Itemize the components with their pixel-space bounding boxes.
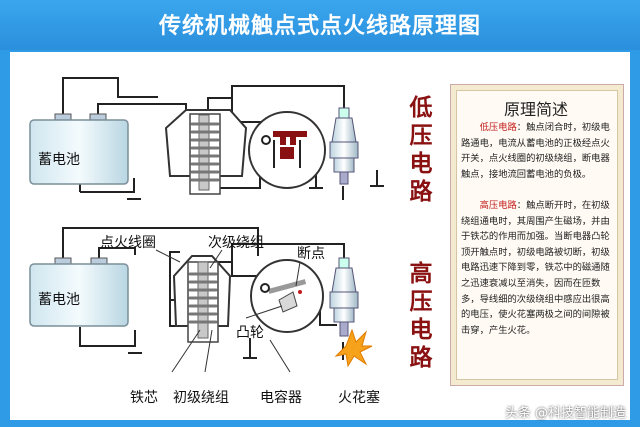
label-leaders	[155, 249, 301, 373]
breaker-top	[248, 111, 326, 189]
notes-high-title: 高压电路	[479, 200, 517, 211]
low-voltage-circuit-title: 低 压 电 路	[409, 95, 433, 205]
capacitor-label: 电容器	[260, 390, 302, 406]
notes-low-title: 低压电路	[479, 122, 517, 133]
ignition-coil-bottom	[172, 255, 232, 343]
spark-icon	[334, 328, 373, 368]
ignition-coil-top	[164, 109, 248, 195]
title-bar	[0, 0, 640, 50]
breaker-points-label: 断点	[297, 246, 325, 262]
battery-top	[29, 113, 129, 185]
primary-winding-label: 初级绕组	[173, 390, 229, 406]
notes-high-body: ：触点断开时，在初级绕组通电时，其周围产生磁场，并由于铁芯的作用而加强。当断电器…	[461, 200, 610, 336]
high-voltage-circuit-title: 高 压 电 路	[409, 261, 433, 371]
battery-bottom-label: 蓄电池	[38, 292, 80, 308]
notes-panel	[456, 90, 618, 380]
iron-core-label: 铁芯	[130, 390, 158, 406]
cam-label: 凸轮	[236, 325, 264, 341]
battery-bottom	[29, 257, 129, 327]
notes-heading: 原理简述	[503, 100, 568, 119]
notes-low-body: ：触点闭合时，初级电路通电，电流从蓄电池的正极经点火开关，点火线圈的初级绕组，断…	[461, 122, 610, 180]
ignition-coil-label: 点火线圈	[100, 235, 156, 251]
notes-low-voltage: 低压电路：触点闭合时，初级电路通电，电流从蓄电池的正极经点火开关，点火线圈的初级…	[461, 120, 615, 182]
spark-plug-top	[329, 107, 359, 185]
spark-plug-label: 火花塞	[338, 390, 380, 406]
secondary-winding-label: 次级绕组	[208, 235, 264, 251]
battery-top-label: 蓄电池	[38, 152, 80, 168]
low-voltage-grounds	[127, 170, 384, 200]
notes-high-voltage: 高压电路：触点断开时，在初级绕组通电时，其周围产生磁场，并由于铁芯的作用而加强。…	[461, 198, 615, 338]
spark-plug-bottom	[329, 257, 359, 337]
diagram-title: 传统机械触点式点火线路原理图	[158, 14, 481, 39]
high-voltage-grounds	[128, 324, 337, 359]
watermark: 头条 @科技智能制造	[504, 406, 626, 421]
